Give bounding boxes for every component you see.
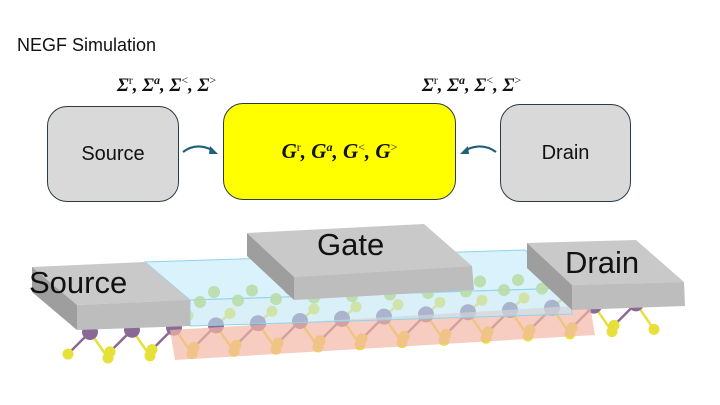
greens-function-term: G> (375, 139, 397, 163)
self-energy-term: Σ< (170, 75, 189, 96)
drain-box-label: Drain (542, 142, 590, 165)
source-to-center-arrow-icon (180, 140, 220, 160)
source-self-energy-label: Σr, Σa, Σ<, Σ> (117, 73, 216, 97)
self-energy-term: Σ> (198, 75, 217, 96)
self-energy-term: Σ> (503, 75, 522, 96)
self-energy-term: Σa (142, 75, 160, 96)
source-box: Source (47, 106, 179, 202)
self-energy-term: Σr (117, 75, 133, 96)
greens-function-box: Gr, Ga, G<, G> (223, 103, 456, 200)
chalcogen-atom (649, 324, 660, 335)
top-atom (498, 284, 510, 296)
top-atom (512, 274, 524, 286)
greens-function-label: Gr, Ga, G<, G> (282, 139, 398, 164)
self-energy-term: Σa (447, 75, 465, 96)
self-energy-term: Σr (422, 75, 438, 96)
greens-function-term: Ga (311, 139, 332, 163)
greens-function-term: G< (343, 139, 365, 163)
device-source-label: Source (29, 265, 127, 301)
chalcogen-atom (63, 349, 74, 360)
page-title: NEGF Simulation (17, 35, 156, 56)
self-energy-term: Σ< (475, 75, 494, 96)
top-atom (270, 293, 282, 305)
drain-to-center-arrow-icon (458, 140, 498, 160)
chalcogen-atom (147, 344, 158, 355)
drain-box: Drain (500, 104, 631, 202)
top-atom (194, 296, 206, 308)
device-gate-label: Gate (317, 227, 384, 263)
top-atom (474, 276, 486, 288)
top-atom (246, 285, 258, 297)
top-atom (208, 286, 220, 298)
device-drain-label: Drain (565, 245, 639, 281)
greens-function-term: Gr (282, 139, 301, 163)
chalcogen-atom (105, 346, 116, 357)
drain-self-energy-label: Σr, Σa, Σ<, Σ> (422, 73, 521, 97)
chalcogen-atom (609, 320, 620, 331)
source-box-label: Source (81, 143, 144, 166)
top-atom (232, 295, 244, 307)
